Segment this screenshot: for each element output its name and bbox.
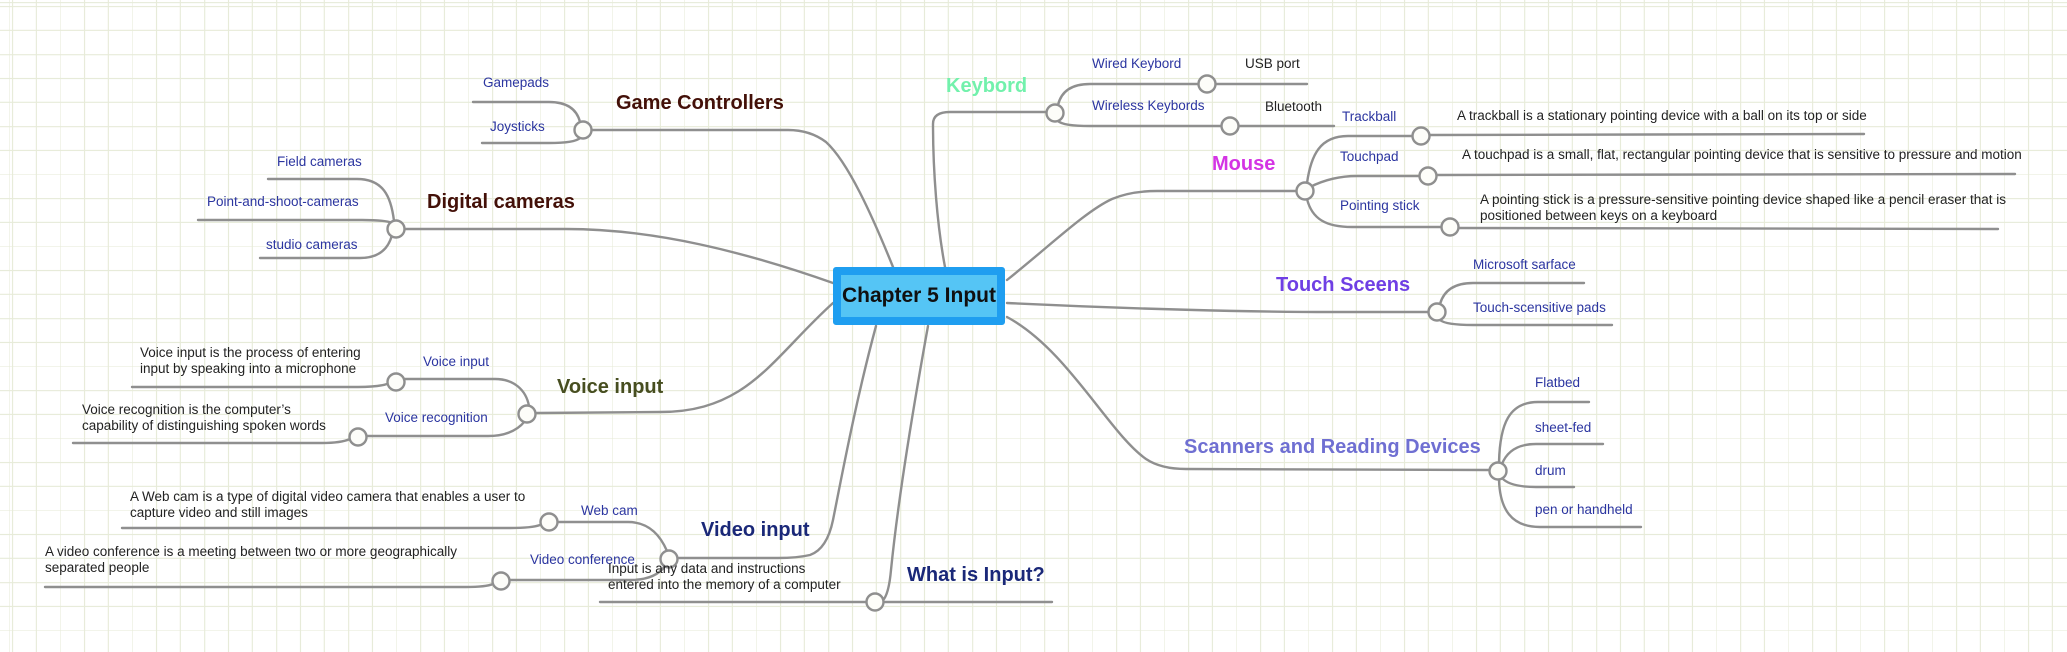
node-voice-recognition[interactable]: Voice recognition	[385, 410, 488, 425]
desc-voice-recognition[interactable]: Voice recognition is the computer’s capa…	[82, 402, 326, 434]
connector-pointing-stick-desc	[1457, 226, 2000, 231]
connector-digital-cameras	[403, 227, 835, 285]
branch-label-scanners[interactable]: Scanners and Reading Devices	[1184, 436, 1481, 458]
node-joysticks[interactable]: Joysticks	[490, 119, 545, 134]
connector-what-is-input	[882, 324, 930, 601]
desc-what-is-input[interactable]: Input is any data and instructions enter…	[608, 561, 841, 593]
connector-joysticks	[480, 136, 582, 145]
connector-touchpad-desc	[1435, 172, 2017, 177]
connector-drum	[1500, 476, 1576, 489]
node-sheet-fed[interactable]: sheet-fed	[1535, 420, 1592, 435]
node-touchpad[interactable]: Touchpad	[1340, 149, 1399, 164]
connector-flatbed	[1497, 400, 1591, 464]
branch-label-game-controllers[interactable]: Game Controllers	[616, 92, 784, 114]
connector-voice-input-desc	[130, 382, 389, 389]
junction-toggle-what-is-input[interactable]	[865, 592, 885, 612]
connector-trackball-desc	[1428, 132, 1866, 137]
connector-voice-input-child	[403, 377, 531, 408]
connector-mouse	[1005, 189, 1298, 282]
junction-toggle-voice-recognition[interactable]	[348, 427, 368, 447]
node-gamepads[interactable]: Gamepads	[483, 75, 550, 90]
node-microsoft-surface[interactable]: Microsoft sarface	[1473, 257, 1576, 272]
branch-label-digital-cameras[interactable]: Digital cameras	[427, 191, 575, 213]
connector-web-cam	[555, 520, 669, 553]
junction-toggle-scanners[interactable]	[1488, 461, 1508, 481]
connector-touchpad	[1308, 174, 1421, 189]
junction-toggle-video-conference[interactable]	[491, 571, 511, 591]
node-field-cameras[interactable]: Field cameras	[277, 154, 362, 169]
node-trackball[interactable]: Trackball	[1342, 109, 1397, 124]
node-web-cam[interactable]: Web cam	[581, 503, 638, 518]
connector-video-input	[677, 324, 878, 560]
connector-wired-keyboard	[1056, 82, 1200, 107]
junction-toggle-wireless-keyboards[interactable]	[1220, 116, 1240, 136]
branch-label-what-is-input[interactable]: What is Input?	[907, 564, 1045, 586]
junction-toggle-mouse[interactable]	[1295, 181, 1315, 201]
node-wired-keyboard[interactable]: Wired Keybord	[1092, 56, 1182, 71]
connector-point-and-shoot	[196, 218, 394, 225]
connector-sheet-fed	[1500, 442, 1605, 466]
junction-toggle-video-input[interactable]	[659, 549, 679, 569]
connector-field-cameras	[266, 177, 396, 223]
branch-label-keyboard[interactable]: Keybord	[946, 75, 1028, 97]
connector-scanners	[1005, 315, 1491, 472]
connector-gamepads	[471, 100, 582, 124]
connector-video-conference	[507, 564, 667, 582]
junction-toggle-keyboard[interactable]	[1045, 103, 1065, 123]
desc-video-conference[interactable]: A video conference is a meeting between …	[45, 544, 457, 576]
node-video-conference[interactable]: Video conference	[530, 552, 635, 567]
desc-touchpad[interactable]: A touchpad is a small, flat, rectangular…	[1462, 147, 2022, 162]
connector-microsoft-surface	[1438, 281, 1586, 306]
junction-toggle-voice-input-child[interactable]	[386, 372, 406, 392]
connector-trackball	[1305, 134, 1414, 185]
connector-voice-input	[535, 301, 835, 415]
junction-toggle-game-controllers[interactable]	[573, 120, 593, 140]
node-bluetooth[interactable]: Bluetooth	[1265, 99, 1323, 114]
junction-toggle-web-cam[interactable]	[539, 512, 559, 532]
node-pen-or-handheld[interactable]: pen or handheld	[1535, 502, 1633, 517]
node-drum[interactable]: drum	[1535, 463, 1566, 478]
node-point-and-shoot[interactable]: Point-and-shoot-cameras	[207, 194, 359, 209]
branch-label-video-input[interactable]: Video input	[701, 519, 810, 541]
connector-voice-recognition	[364, 419, 527, 438]
junction-toggle-touchpad[interactable]	[1418, 166, 1438, 186]
node-flatbed[interactable]: Flatbed	[1535, 375, 1581, 390]
connector-video-conference-desc	[43, 582, 495, 589]
node-usb-port[interactable]: USB port	[1245, 56, 1300, 71]
junction-toggle-voice-input[interactable]	[517, 404, 537, 424]
junction-toggle-wired-keyboard[interactable]	[1197, 74, 1217, 94]
connector-keyboard	[931, 110, 1048, 269]
connector-game-controllers	[590, 128, 895, 269]
center-node-chapter-5-input[interactable]: Chapter 5 Input	[833, 267, 1005, 325]
connector-voice-recognition-desc	[71, 437, 352, 445]
connector-touch-sensitive-pads	[1438, 318, 1614, 327]
connector-pen-or-handheld	[1497, 478, 1643, 529]
junction-toggle-digital-cameras[interactable]	[386, 219, 406, 239]
node-voice-input-child[interactable]: Voice input	[423, 354, 490, 369]
connector-pointing-stick	[1305, 197, 1443, 229]
desc-voice-input[interactable]: Voice input is the process of entering i…	[140, 345, 361, 377]
desc-web-cam[interactable]: A Web cam is a type of digital video cam…	[130, 489, 526, 521]
connector-touch-screens	[1005, 301, 1430, 314]
branch-label-touch-screens[interactable]: Touch Sceens	[1276, 274, 1411, 296]
junction-toggle-pointing-stick[interactable]	[1440, 217, 1460, 237]
connector-wireless-keyboards	[1056, 119, 1223, 128]
node-pointing-stick[interactable]: Pointing stick	[1340, 198, 1420, 213]
node-studio-cameras[interactable]: studio cameras	[266, 237, 358, 252]
node-wireless-keyboards[interactable]: Wireless Keybords	[1092, 98, 1205, 113]
node-touch-sensitive-pads[interactable]: Touch-scensitive pads	[1473, 300, 1606, 315]
branch-label-voice-input[interactable]: Voice input	[557, 376, 664, 398]
junction-toggle-touch-screens[interactable]	[1427, 302, 1447, 322]
connector-web-cam-desc	[120, 523, 542, 530]
branch-label-mouse[interactable]: Mouse	[1212, 153, 1276, 175]
desc-pointing-stick[interactable]: A pointing stick is a pressure-sensitive…	[1480, 192, 2007, 224]
desc-trackball[interactable]: A trackball is a stationary pointing dev…	[1457, 108, 1867, 123]
connector-studio-cameras	[258, 233, 394, 260]
junction-toggle-trackball[interactable]	[1411, 126, 1431, 146]
